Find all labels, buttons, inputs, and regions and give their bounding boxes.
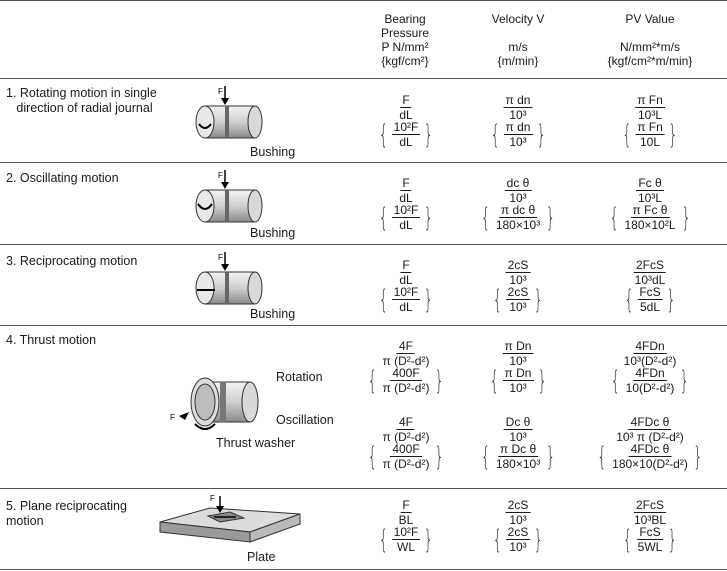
rule-header <box>0 78 727 79</box>
svg-text:F: F <box>170 413 175 422</box>
rule-row3 <box>0 325 727 326</box>
bushing-figure-2: F <box>195 170 263 223</box>
rotation-label: Rotation <box>276 370 323 384</box>
rule-bottom <box>0 569 727 570</box>
svg-text:F: F <box>218 171 223 180</box>
thrust-washer-label: Thrust washer <box>216 436 296 450</box>
rule-row2 <box>0 244 727 245</box>
row2-label: 2. Oscillating motion <box>6 171 119 185</box>
rule-top <box>0 0 727 1</box>
svg-text:F: F <box>210 494 215 503</box>
bushing-figure-1: F <box>195 86 263 139</box>
bushing-label-2: Bushing <box>250 226 296 240</box>
plate-label: Plate <box>247 550 276 564</box>
row3-label: 3. Reciprocating motion <box>6 254 138 268</box>
svg-text:F: F <box>218 253 223 262</box>
bushing-figure-3: F <box>195 252 263 305</box>
rule-row1 <box>0 162 727 163</box>
rule-row4 <box>0 488 727 489</box>
svg-text:F: F <box>218 87 223 96</box>
bushing-label-3: Bushing <box>250 307 296 321</box>
row1-label: 1. Rotating motion in single direction o… <box>6 86 157 115</box>
thrust-washer-figure: F <box>170 377 259 430</box>
oscillation-label: Oscillation <box>276 413 334 427</box>
bushing-label-1: Bushing <box>250 145 296 159</box>
plate-figure: F <box>159 494 301 543</box>
header-velocity: Velocity V m/s{m/min} <box>491 12 545 68</box>
row4-label: 4. Thrust motion <box>6 333 97 347</box>
header-pv: PV Value N/mm²*m/s{kgf/cm²*m/min} <box>607 12 693 68</box>
